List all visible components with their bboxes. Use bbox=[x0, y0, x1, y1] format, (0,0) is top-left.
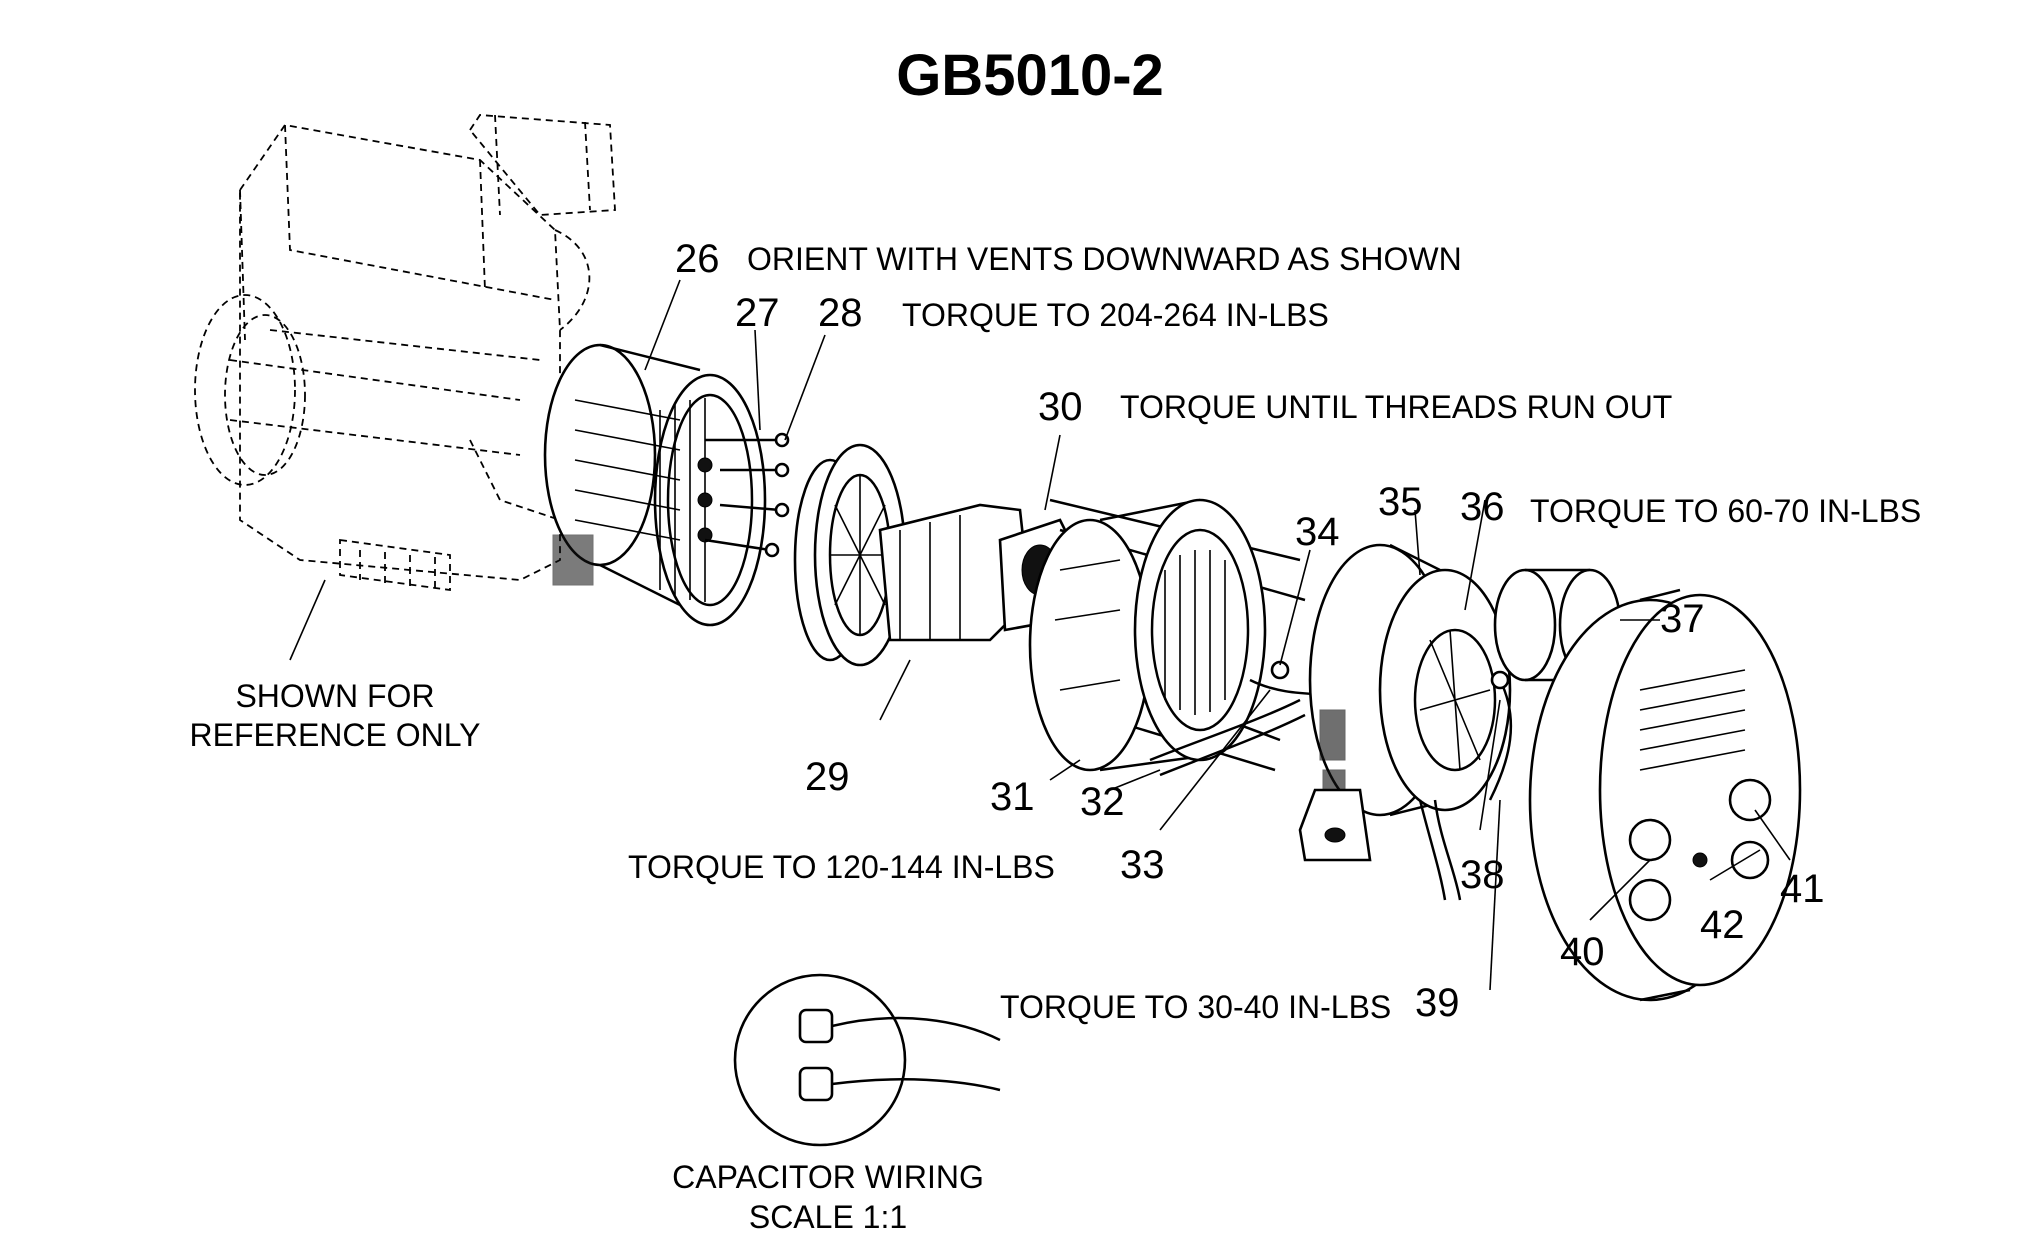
callout-29: 29 bbox=[805, 755, 850, 799]
note-reference-line2: REFERENCE ONLY bbox=[189, 717, 480, 753]
callout-39: 39 bbox=[1415, 981, 1460, 1025]
part-35-end-bell bbox=[1298, 543, 1512, 901]
callout-28: 28 bbox=[818, 291, 863, 335]
callout-32: 32 bbox=[1080, 780, 1125, 824]
part-26-adapter-ring bbox=[543, 343, 767, 627]
callout-31: 31 bbox=[990, 775, 1035, 819]
callout-42: 42 bbox=[1700, 903, 1745, 947]
callout-40: 40 bbox=[1560, 930, 1605, 974]
callout-33: 33 bbox=[1120, 843, 1165, 887]
callout-30: 30 bbox=[1038, 385, 1083, 429]
callout-34: 34 bbox=[1295, 510, 1340, 554]
part-27-28-bolts bbox=[704, 432, 790, 558]
diagram-title: GB5010-2 bbox=[896, 43, 1164, 108]
callout-27: 27 bbox=[735, 291, 780, 335]
part-38-wire-bundle bbox=[1488, 670, 1513, 801]
callout-36: 36 bbox=[1460, 485, 1505, 529]
part-31-stator bbox=[1028, 498, 1306, 777]
leader-lines bbox=[289, 279, 1791, 991]
note-reference-line1: SHOWN FOR bbox=[235, 678, 434, 714]
note-torque-30-40: TORQUE TO 30-40 IN-LBS bbox=[1000, 989, 1391, 1025]
callout-37: 37 bbox=[1660, 597, 1705, 641]
note-torque-60-70: TORQUE TO 60-70 IN-LBS bbox=[1530, 493, 1921, 529]
note-torque-204-264: TORQUE TO 204-264 IN-LBS bbox=[902, 297, 1329, 333]
part-end-cover-control-panel bbox=[1528, 588, 1802, 1002]
callout-41: 41 bbox=[1780, 867, 1825, 911]
note-torque-120-144: TORQUE TO 120-144 IN-LBS bbox=[628, 849, 1055, 885]
assembly-notes: ORIENT WITH VENTS DOWNWARD AS SHOWN TORQ… bbox=[189, 241, 1921, 1235]
capacitor-wiring-detail bbox=[733, 973, 1001, 1147]
callout-26: 26 bbox=[675, 237, 720, 281]
callout-numbers: 26 27 28 29 30 31 32 33 34 35 36 37 38 3… bbox=[675, 237, 1825, 1025]
note-orient-vents: ORIENT WITH VENTS DOWNWARD AS SHOWN bbox=[747, 241, 1462, 277]
note-torque-threads: TORQUE UNTIL THREADS RUN OUT bbox=[1120, 389, 1672, 425]
engine-reference-drawing bbox=[194, 114, 616, 592]
note-capacitor-line1: CAPACITOR WIRING bbox=[672, 1159, 984, 1195]
note-capacitor-line2: SCALE 1:1 bbox=[749, 1199, 907, 1235]
callout-38: 38 bbox=[1460, 853, 1505, 897]
callout-35: 35 bbox=[1378, 480, 1423, 524]
